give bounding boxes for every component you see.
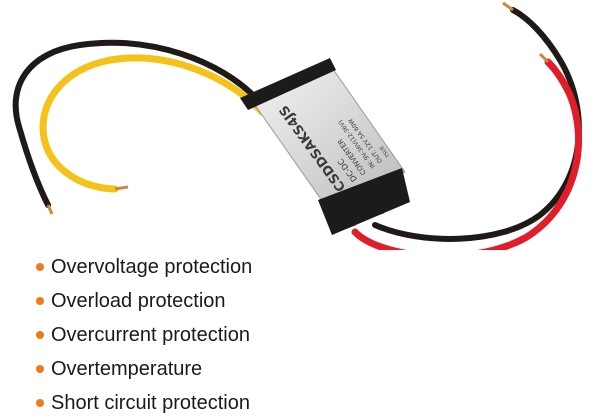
feature-item: Overvoltage protection xyxy=(36,250,252,284)
product-photo: CSDDSAKS4JS DC-DC CONVERTER IN: 9V-36V(1… xyxy=(12,1,583,250)
bullet-icon xyxy=(36,297,44,305)
feature-item: Short circuit protection xyxy=(36,386,252,420)
feature-item: Overtemperature xyxy=(36,352,252,386)
feature-item: Overload protection xyxy=(36,284,252,318)
black-wire-right-tip xyxy=(502,1,514,12)
feature-item: Overcurrent protection xyxy=(36,318,252,352)
bullet-icon xyxy=(36,365,44,373)
red-wire xyxy=(351,58,583,250)
red-wire-tip xyxy=(538,52,550,64)
yellow-wire xyxy=(39,54,266,193)
feature-text: Short circuit protection xyxy=(51,392,250,414)
feature-text: Overvoltage protection xyxy=(51,256,253,278)
bullet-icon xyxy=(36,331,44,339)
converter-case: CSDDSAKS4JS DC-DC CONVERTER IN: 9V-36V(1… xyxy=(240,58,410,235)
black-wire-right xyxy=(372,7,582,242)
yellow-wire-tip xyxy=(114,185,129,191)
feature-list: Overvoltage protection Overload protecti… xyxy=(36,250,252,420)
black-wire-tip xyxy=(46,204,54,215)
feature-text: Overload protection xyxy=(51,290,226,312)
bullet-icon xyxy=(36,399,44,407)
black-wire-left xyxy=(12,39,261,208)
feature-text: Overcurrent protection xyxy=(51,324,250,346)
bullet-icon xyxy=(36,263,44,271)
feature-text: Overtemperature xyxy=(51,358,203,380)
